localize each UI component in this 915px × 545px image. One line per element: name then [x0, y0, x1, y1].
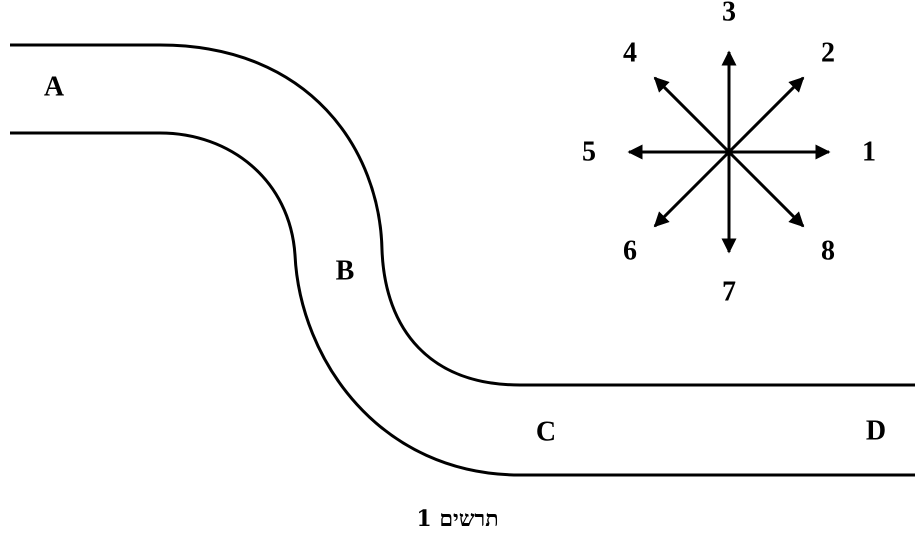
compass-rose: 1 2 3 4 5 6 7 8	[582, 0, 876, 308]
direction-arrow-4	[653, 76, 731, 154]
road-lower-edge	[10, 131, 915, 477]
direction-arrow-8	[727, 150, 805, 228]
point-d-label: D	[866, 416, 886, 447]
direction-arrow-6	[653, 150, 731, 228]
direction-label-5: 5	[582, 137, 596, 168]
figure-caption: תרשים 1	[416, 506, 499, 532]
point-b-label: B	[336, 256, 355, 287]
point-c-label: C	[536, 417, 556, 448]
direction-label-4: 4	[623, 38, 637, 69]
road-upper-edge	[10, 43, 915, 387]
direction-arrow-2	[727, 76, 805, 154]
direction-label-2: 2	[821, 38, 835, 69]
direction-label-1: 1	[862, 137, 876, 168]
direction-label-8: 8	[821, 236, 835, 267]
point-a-label: A	[44, 72, 65, 103]
direction-label-3: 3	[722, 0, 736, 28]
direction-label-7: 7	[722, 277, 736, 308]
direction-label-6: 6	[623, 236, 637, 267]
